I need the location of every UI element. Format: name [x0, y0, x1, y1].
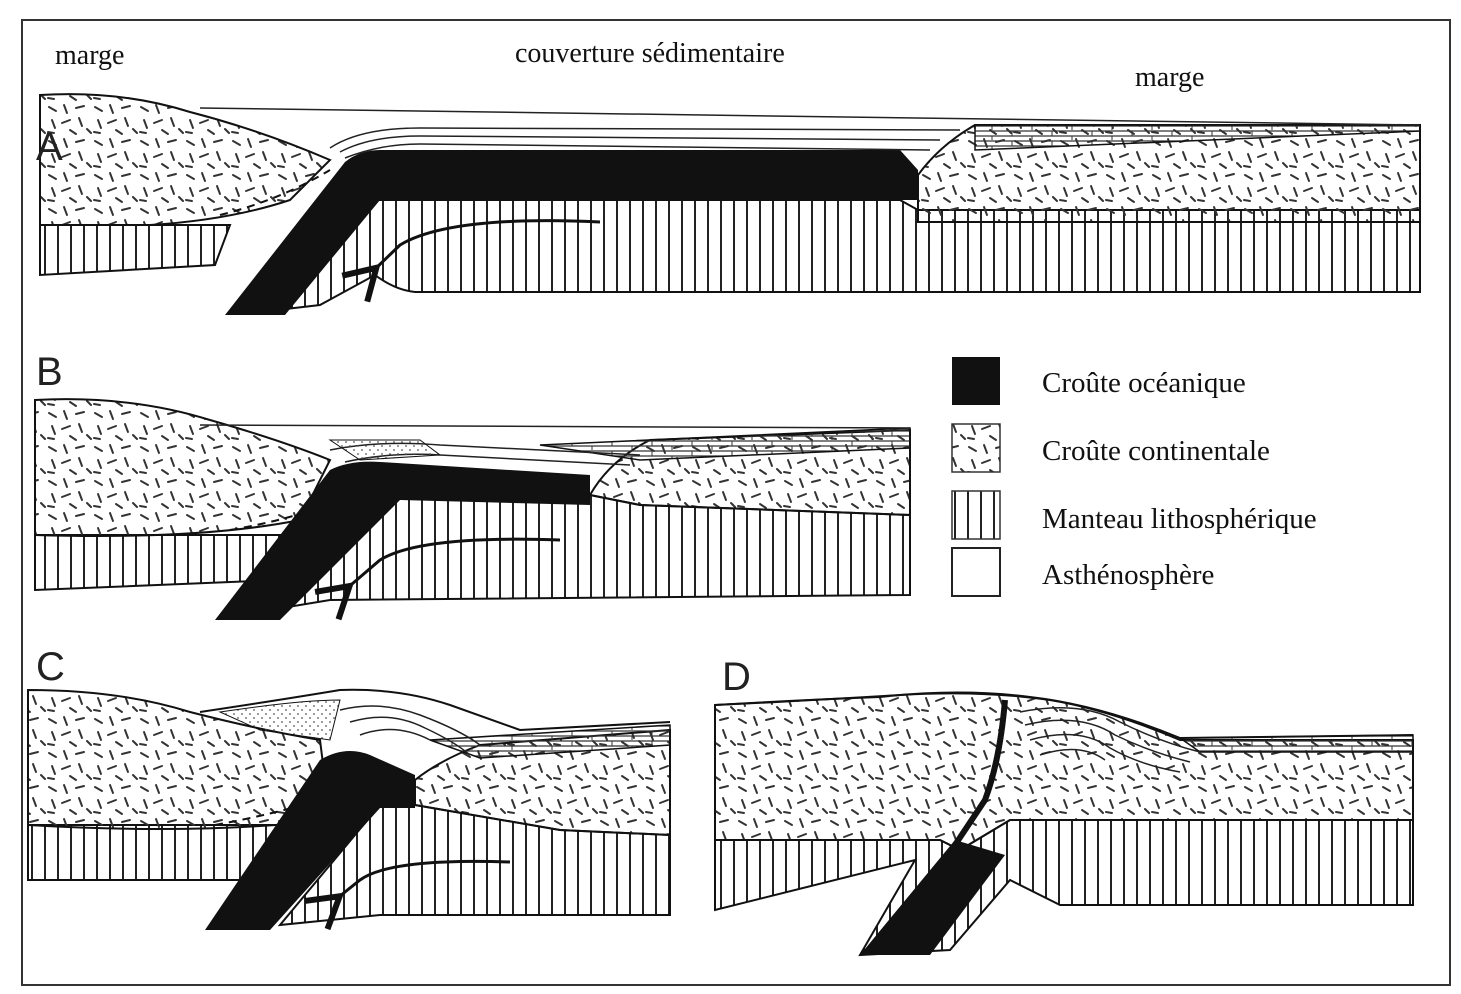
panel-d-label: D — [722, 655, 751, 699]
legend-label-asthenosphere: Asthénosphère — [1042, 561, 1214, 590]
legend-label-mantle: Manteau lithosphérique — [1042, 505, 1317, 534]
panel-b-label: B — [36, 350, 63, 394]
legend-label-oceanic: Croûte océanique — [1042, 369, 1246, 398]
label-marge-left: marge — [45, 42, 134, 74]
panel-c — [28, 690, 670, 930]
panel-c-label: C — [36, 645, 65, 689]
legend-swatch-continental — [952, 424, 1000, 472]
label-marge-right: marge — [1125, 64, 1214, 100]
legend-label-continental: Croûte continentale — [1042, 437, 1270, 466]
panel-b-accretion-wedge — [330, 440, 440, 460]
panel-a-left-continent — [40, 94, 330, 225]
panel-a-left-mantle — [40, 225, 230, 275]
panel-b-left-continent — [35, 399, 330, 536]
legend-swatch-mantle — [952, 491, 1000, 539]
legend-swatch-asthenosphere — [952, 548, 1000, 596]
panel-a-label: A — [36, 125, 63, 169]
panel-d — [715, 693, 1413, 956]
label-couverture-sedimentaire: couverture sédimentaire — [515, 40, 785, 68]
panel-a — [40, 94, 1420, 315]
legend-swatch-oceanic — [952, 357, 1000, 405]
panel-b — [35, 399, 910, 620]
